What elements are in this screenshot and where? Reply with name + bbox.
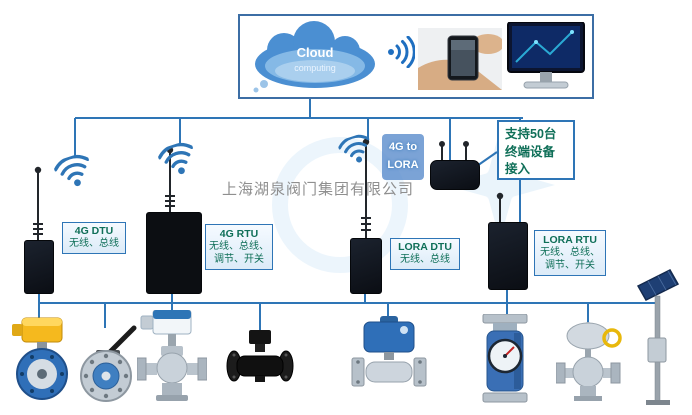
cloud-computing-icon: Cloud computing	[253, 21, 375, 93]
mobile-phone-in-hand-image	[418, 28, 502, 90]
wifi-icon	[388, 36, 415, 68]
gateway-tag-line2: LORA	[387, 159, 419, 171]
label-4g-dtu-line1: 无线、总线	[69, 238, 119, 250]
company-watermark: 上海湖泉阀门集团有限公司	[222, 181, 415, 198]
manual-butterfly-valve-image	[80, 325, 137, 402]
rtu-lora-device	[488, 222, 528, 290]
label-4g-rtu-line2: 调节、开关	[214, 253, 264, 265]
label-lora-dtu-line1: 无线、总线	[400, 254, 450, 266]
cloud-platform-box: Cloud computing	[238, 14, 594, 99]
label-4g-rtu: 4G RTU 无线、总线、 调节、开关	[205, 224, 273, 270]
label-lora-rtu-line1: 无线、总线、	[540, 247, 600, 259]
label-lora-rtu-line2: 调节、开关	[545, 259, 595, 271]
electric-globe-valve-image	[556, 322, 622, 401]
electric-ball-valve-blue-image	[351, 316, 427, 387]
label-lora-rtu: LORA RTU 无线、总线、 调节、开关	[534, 230, 606, 276]
label-lora-rtu-title: LORA RTU	[543, 233, 597, 246]
wifi-icon	[53, 154, 90, 187]
label-4g-dtu-title: 4G DTU	[74, 225, 114, 238]
callout-line2: 终端设备	[505, 144, 556, 159]
flow-meter-image	[482, 314, 528, 403]
gateway-tag: 4G to LORA	[382, 134, 424, 180]
electric-gate-valve-image	[137, 310, 207, 401]
callout-line1: 支持50台	[505, 127, 557, 141]
solar-panel-pole-image	[636, 269, 680, 405]
label-4g-dtu: 4G DTU 无线、总线	[62, 222, 126, 254]
cloud-subtitle: computing	[294, 63, 336, 73]
electric-ball-valve-black-image	[226, 330, 294, 382]
callout-line3: 接入	[505, 162, 531, 176]
wifi-icon	[338, 134, 370, 163]
gateway-tag-line1: 4G to	[388, 141, 418, 154]
label-lora-dtu-title: LORA DTU	[398, 241, 452, 254]
computer-monitor-image	[507, 22, 585, 89]
rtu-4g-device	[146, 212, 202, 294]
dtu-4g-device	[24, 240, 54, 294]
cloud-title: Cloud	[297, 45, 334, 60]
label-lora-dtu: LORA DTU 无线、总线	[390, 238, 460, 270]
label-4g-rtu-line1: 无线、总线、	[209, 241, 269, 253]
label-4g-rtu-title: 4G RTU	[219, 227, 259, 240]
dtu-lora-device	[350, 238, 382, 294]
gateway-router-device	[430, 160, 480, 190]
electric-butterfly-valve-yellow-image	[12, 317, 68, 400]
terminal-capacity-callout: 支持50台 终端设备 接入	[497, 120, 575, 180]
wifi-icon	[157, 142, 194, 175]
